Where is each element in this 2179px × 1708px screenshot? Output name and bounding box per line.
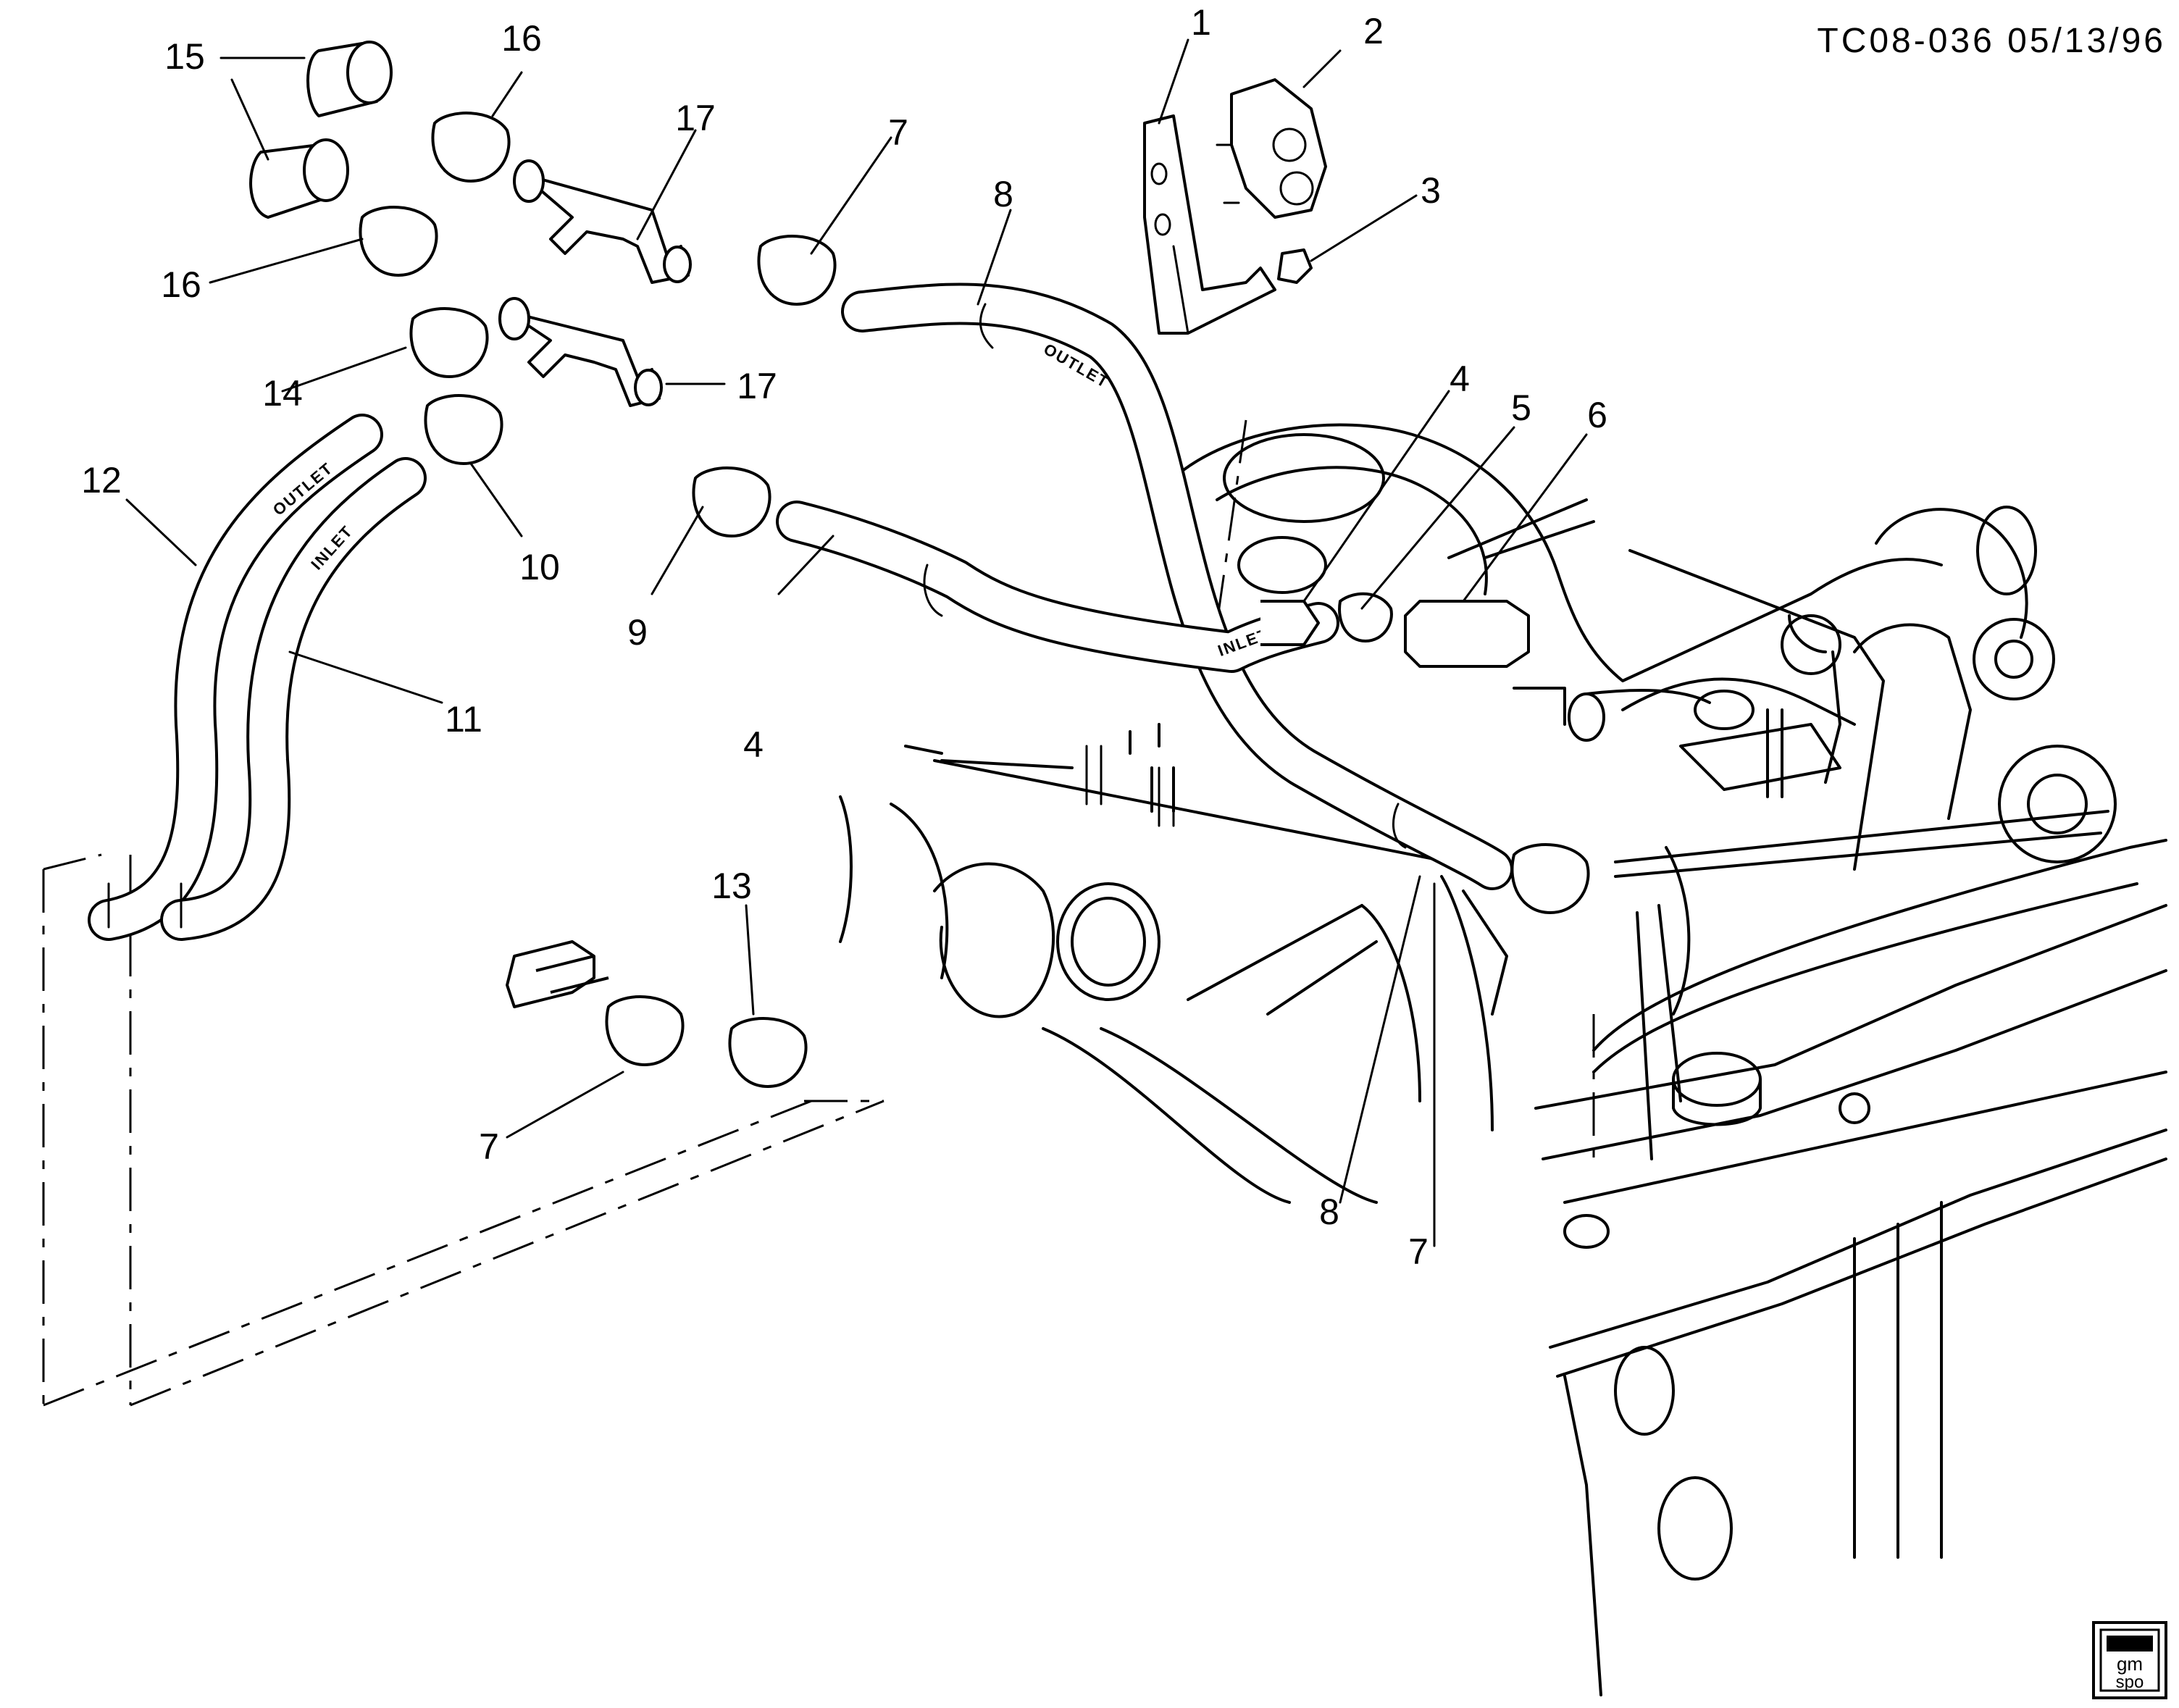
callout-15: 15	[164, 36, 205, 77]
heater-hose-inlet-4: INLET	[776, 501, 1339, 673]
callout-6: 6	[1587, 395, 1607, 435]
tee-fittings	[498, 159, 692, 407]
callout-1: 1	[1191, 2, 1211, 43]
manifold-studs	[1085, 745, 1175, 827]
callout-10: 10	[519, 547, 560, 587]
callout-8-upper: 8	[993, 174, 1013, 214]
hose-connector	[1260, 600, 1530, 668]
gm-spo-logo: gm spo	[2092, 1621, 2167, 1699]
hose-clamps	[359, 112, 1590, 1088]
hose-caps	[249, 41, 393, 219]
callout-7-upper: 7	[888, 112, 908, 153]
diagram-code: TC08-036 05/13/96	[1817, 22, 2166, 60]
callout-12: 12	[81, 460, 122, 501]
leader-lines	[125, 38, 1588, 1247]
callout-17-lower: 17	[737, 366, 777, 406]
engine-block	[1172, 423, 2167, 1696]
callout-2: 2	[1363, 11, 1384, 51]
callouts: 1 2 3 4 4 5 6 7 7 7 8 8 9 10 11 12 13 14…	[81, 2, 1607, 1272]
callout-8-lower: 8	[1319, 1192, 1339, 1232]
logo-spo: spo	[2116, 1673, 2144, 1692]
heater-core-fittings	[506, 940, 609, 1008]
hose-clip-bracket	[1216, 78, 1327, 219]
routing-lines	[42, 419, 1595, 1407]
hose-ends-left	[107, 882, 183, 929]
callout-4-upper: 4	[1450, 359, 1470, 399]
callout-7-lower-left: 7	[479, 1126, 499, 1167]
intake-outline	[839, 723, 1691, 1204]
callout-14: 14	[262, 373, 303, 414]
heater-hose-outlet-12: OUTLET	[88, 414, 383, 941]
callout-16-lower: 16	[161, 264, 201, 305]
nut	[1277, 248, 1313, 284]
callout-3: 3	[1421, 170, 1441, 211]
engine-water-outlet	[1513, 687, 1755, 742]
callout-16-upper: 16	[501, 18, 542, 59]
callout-11: 11	[445, 699, 482, 740]
callout-17-upper: 17	[675, 98, 716, 138]
bracket	[1143, 114, 1276, 335]
callout-5: 5	[1511, 388, 1531, 428]
callout-9: 9	[627, 612, 648, 653]
logo-gm: gm	[2117, 1653, 2143, 1675]
callout-4-lower: 4	[743, 724, 764, 765]
callout-13: 13	[711, 866, 752, 906]
callout-7-lower-right: 7	[1408, 1231, 1429, 1272]
